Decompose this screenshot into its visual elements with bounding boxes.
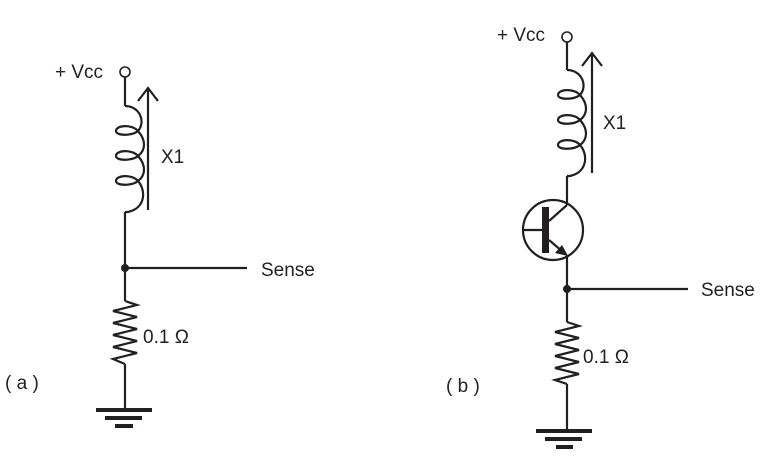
circuit-a: + Vcc X1 Sense 0.1 Ω ( a ): [5, 62, 315, 428]
caption-b: ( b ): [446, 376, 480, 397]
sense-label-b: Sense: [701, 280, 755, 301]
vcc-terminal-a: [119, 66, 131, 78]
ground-icon-b: [536, 429, 592, 449]
vcc-terminal-b: [561, 31, 573, 43]
resistor-b: [551, 320, 583, 386]
resistor-label-a: 0.1 Ω: [143, 327, 189, 348]
coil-label-b: X1: [603, 113, 626, 134]
vcc-label-a: + Vcc: [55, 62, 103, 83]
coil-label-a: X1: [161, 147, 184, 168]
resistor-a: [109, 299, 141, 366]
current-arrow-head-icon-b: [581, 51, 603, 67]
current-arrow-head-icon-a: [137, 86, 159, 102]
ground-icon-a: [96, 408, 152, 428]
npn-transistor-icon-b: [521, 198, 585, 262]
inductor-x1-b: [556, 68, 588, 178]
circuit-b: + Vcc X1 Sense 0.1 Ω: [446, 25, 755, 449]
resistor-label-b: 0.1 Ω: [583, 347, 629, 368]
inductor-x1-a: [114, 104, 146, 214]
sense-label-a: Sense: [261, 260, 315, 281]
caption-a: ( a ): [5, 373, 39, 394]
vcc-label-b: + Vcc: [497, 25, 545, 46]
